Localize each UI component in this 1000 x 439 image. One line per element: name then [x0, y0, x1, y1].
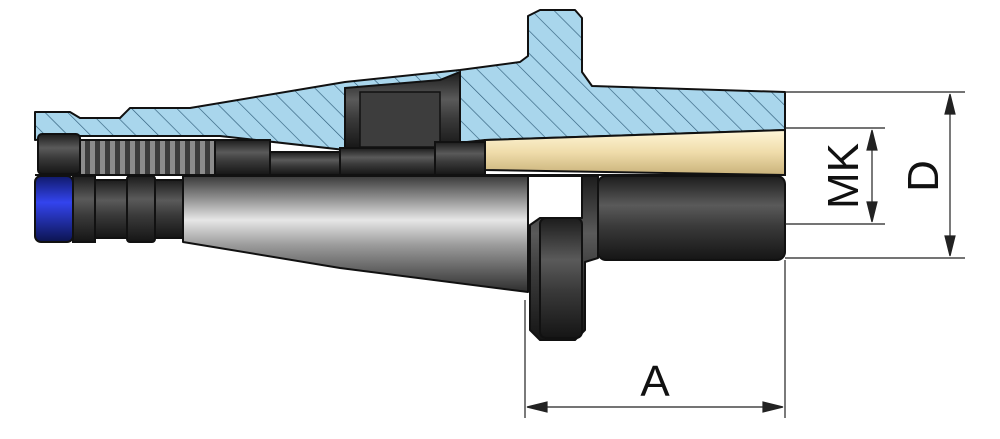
groove-3 [126, 175, 156, 243]
dim-a-arrow-right [762, 401, 784, 413]
dim-mk-arrow-top [866, 129, 878, 151]
dim-mk-arrow-bottom [866, 201, 878, 223]
groove-1 [72, 175, 96, 243]
groove-2 [94, 179, 128, 239]
section-upper-half [34, 9, 786, 151]
dimensions [524, 91, 965, 418]
external-lower-half [34, 175, 786, 341]
dim-d-label: D [899, 160, 948, 192]
dim-mk-label: MK [819, 143, 868, 209]
cavity-inner [359, 91, 441, 148]
dim-d-arrow-bottom [944, 235, 956, 257]
pull-stud-head [37, 133, 81, 175]
retention-ring [34, 175, 74, 243]
dim-d-arrow-top [944, 93, 956, 115]
taper-shank [182, 175, 529, 293]
thread-section [79, 139, 216, 176]
stud-neck [269, 151, 341, 176]
dim-a-arrow-left [526, 401, 548, 413]
stud-collar [214, 139, 271, 176]
groove-4 [154, 179, 184, 239]
pull-stud [37, 133, 486, 176]
stud-end [434, 141, 486, 176]
dim-a-label: A [640, 357, 670, 406]
nose-body [597, 175, 786, 261]
stud-shoulder [339, 147, 436, 176]
flange-gripper [539, 217, 583, 339]
